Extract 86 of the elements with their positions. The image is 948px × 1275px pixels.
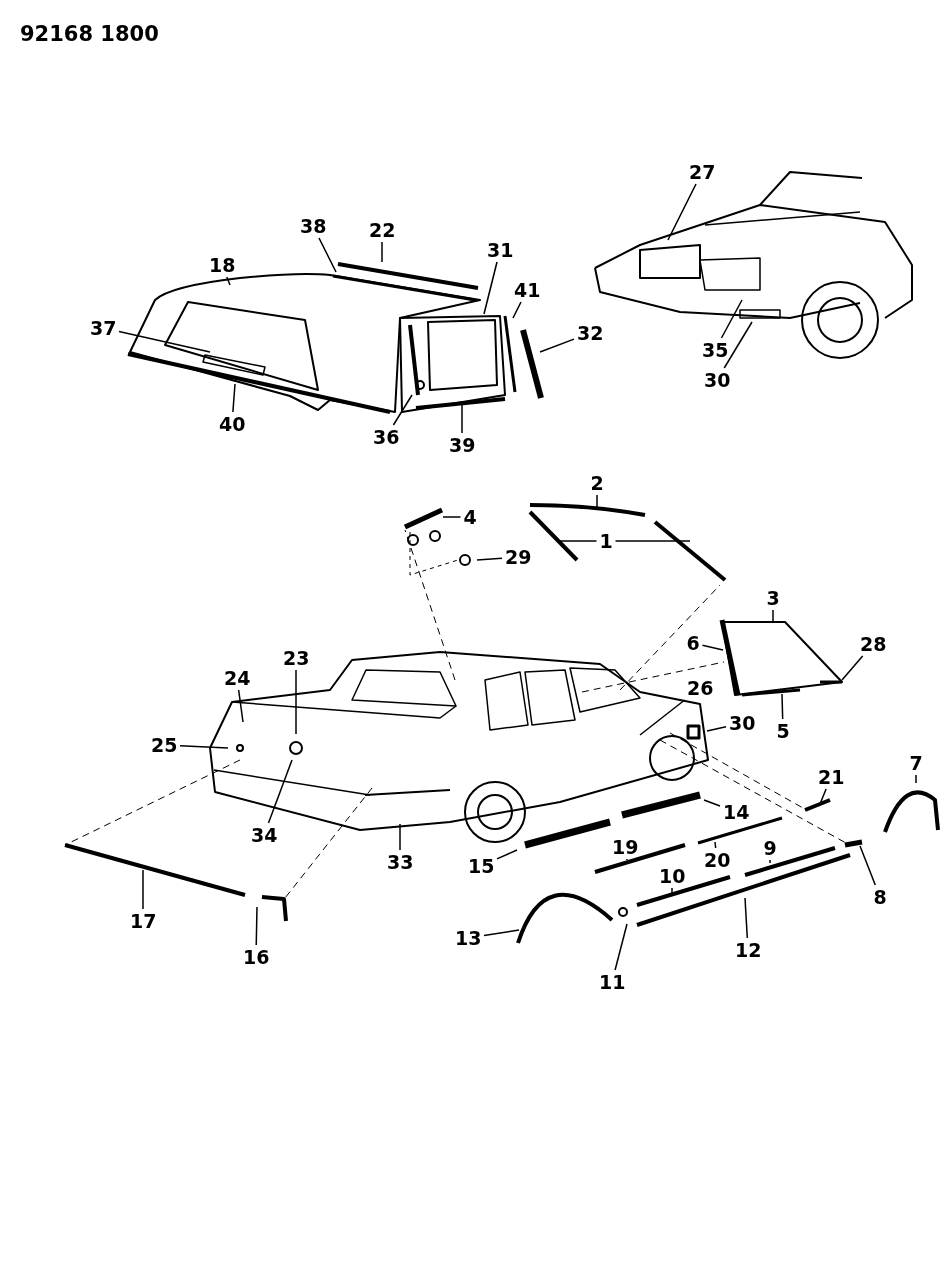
leader-line <box>461 403 463 434</box>
leader-line <box>859 845 877 886</box>
leader-line <box>483 929 520 937</box>
callout-number: 7 <box>908 753 924 773</box>
leader-line <box>392 394 413 426</box>
callout-number: 15 <box>467 856 496 876</box>
leader-line <box>614 540 691 542</box>
leader-line <box>557 540 598 542</box>
leader-line <box>667 183 697 241</box>
leader-line <box>476 557 503 561</box>
callout-number: 16 <box>242 947 271 967</box>
leader-line <box>671 887 673 894</box>
leader-line <box>626 858 628 861</box>
leader-line <box>720 299 743 339</box>
leader-line <box>772 609 774 623</box>
callout-number: 30 <box>728 713 757 733</box>
callout-number: 10 <box>658 866 687 886</box>
callout-number: 24 <box>223 668 252 688</box>
callout-number: 41 <box>513 280 542 300</box>
callout-number: 19 <box>611 837 640 857</box>
callout-number: 5 <box>775 721 791 741</box>
callout-number: 8 <box>872 887 888 907</box>
leader-line <box>381 241 383 263</box>
leader-line <box>179 745 229 749</box>
callout-number: 18 <box>208 255 237 275</box>
callout-number: 39 <box>448 435 477 455</box>
leader-line <box>706 725 727 732</box>
leader-line <box>703 799 721 807</box>
callout-number: 26 <box>686 678 715 698</box>
callout-number: 9 <box>762 838 778 858</box>
leader-line <box>483 261 498 315</box>
callout-number: 29 <box>504 547 533 567</box>
callout-number: 34 <box>250 825 279 845</box>
leader-line <box>226 276 231 286</box>
callout-number: 37 <box>89 318 118 338</box>
leader-line <box>142 869 144 910</box>
figure-number: 92168 1800 <box>20 22 159 46</box>
leader-line <box>118 330 211 353</box>
leader-line <box>318 237 337 273</box>
leader-line <box>232 383 236 413</box>
callout-number: 11 <box>598 972 627 992</box>
leader-line <box>701 644 724 651</box>
leader-line <box>442 516 462 518</box>
leader-line <box>496 849 518 860</box>
callout-number: 22 <box>368 220 397 240</box>
callout-number: 17 <box>129 911 158 931</box>
leader-line <box>744 897 749 939</box>
callout-number: 27 <box>688 162 717 182</box>
leader-line <box>723 321 753 369</box>
callout-number: 33 <box>386 852 415 872</box>
leader-line <box>781 693 784 720</box>
leader-line <box>237 689 244 723</box>
callout-number: 21 <box>817 767 846 787</box>
callout-number: 13 <box>454 928 483 948</box>
callout-number: 35 <box>701 340 730 360</box>
callout-number: 3 <box>765 588 781 608</box>
callout-number: 36 <box>372 427 401 447</box>
leader-line <box>915 774 917 784</box>
leader-line <box>255 906 258 946</box>
leader-line <box>639 699 686 736</box>
callout-number: 32 <box>576 323 605 343</box>
callout-number: 20 <box>703 850 732 870</box>
callout-number: 38 <box>299 216 328 236</box>
callout-number: 2 <box>589 473 605 493</box>
callout-number: 4 <box>462 507 478 527</box>
callout-number: 6 <box>685 633 701 653</box>
leader-line <box>769 859 771 864</box>
leader-line <box>596 494 598 509</box>
callout-number: 28 <box>859 634 888 654</box>
callout-number: 40 <box>218 414 247 434</box>
callout-number: 12 <box>734 940 763 960</box>
callout-number: 1 <box>598 531 614 551</box>
leader-line <box>714 841 717 849</box>
callout-number: 23 <box>282 648 311 668</box>
leader-line <box>841 655 864 681</box>
leader-line <box>267 759 293 824</box>
callout-number: 31 <box>486 240 515 260</box>
leader-line <box>399 823 401 851</box>
callout-number: 14 <box>722 802 751 822</box>
leader-line <box>614 923 628 971</box>
leader-line <box>539 338 575 353</box>
leader-line <box>819 788 827 805</box>
leader-line <box>295 669 297 735</box>
callout-number: 25 <box>150 735 179 755</box>
callout-number: 30 <box>703 370 732 390</box>
leader-line <box>512 301 522 319</box>
